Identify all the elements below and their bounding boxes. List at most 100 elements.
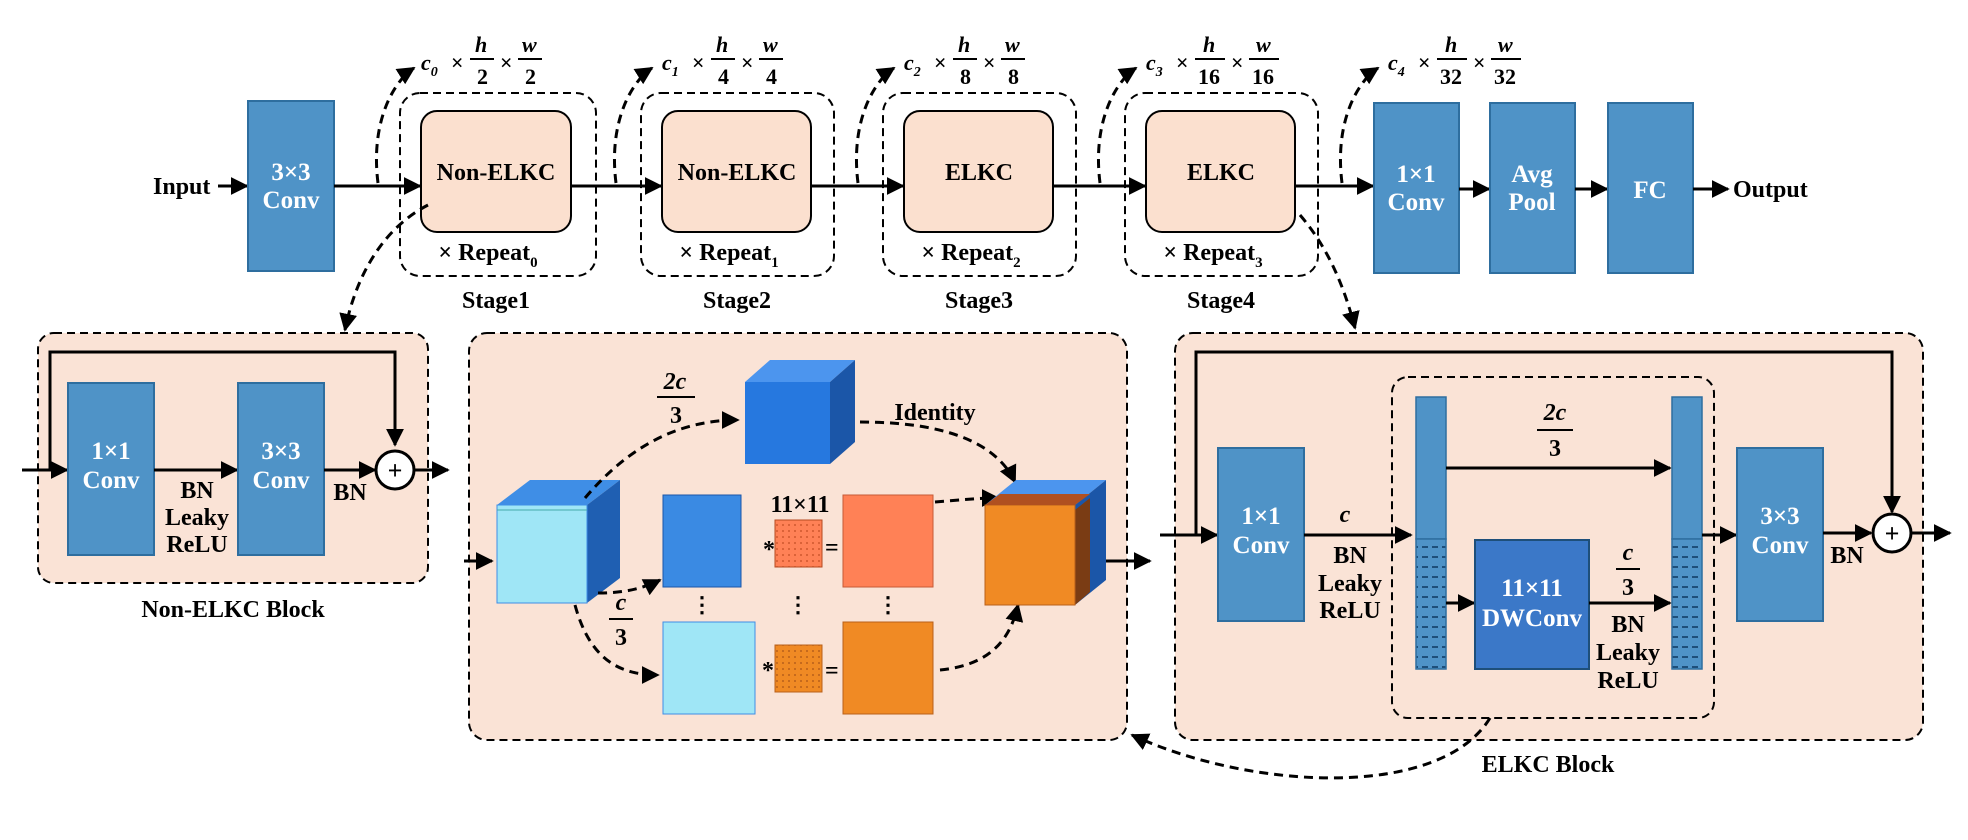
elkc-mid-relu: ReLU	[1319, 598, 1380, 624]
svg-text:w: w	[1498, 32, 1513, 57]
stage4-name: Stage4	[1187, 288, 1255, 314]
svg-text:h: h	[716, 32, 728, 57]
equals-n: =	[825, 658, 839, 684]
concat-bar-right-top	[1671, 396, 1703, 540]
equals-1: =	[825, 535, 839, 561]
nonelkc-bn: BN	[333, 480, 367, 506]
output-slice-n	[842, 621, 934, 715]
conv1x1-box: 1×1 Conv	[1373, 102, 1460, 274]
elkc-dw-leaky: Leaky	[1596, 640, 1660, 666]
elkc-conv1-line1: 1×1	[1241, 503, 1280, 530]
svg-text:c1: c1	[662, 50, 679, 80]
identity-label: Identity	[894, 400, 975, 426]
svg-text:2: 2	[477, 64, 488, 89]
svg-text:c0: c0	[421, 50, 438, 80]
frac-2c: 2c	[663, 369, 687, 395]
nonelkc-mid-relu: ReLU	[166, 532, 227, 558]
svg-text:×: ×	[500, 50, 513, 75]
svg-text:32: 32	[1440, 64, 1462, 89]
svg-text:w: w	[1256, 32, 1271, 57]
input-label: Input	[153, 174, 210, 200]
nonelkc-conv1-line2: Conv	[83, 467, 140, 494]
svg-text:h: h	[1203, 32, 1215, 57]
svg-text:×: ×	[1176, 50, 1189, 75]
elkc-title: ELKC Block	[1482, 752, 1615, 778]
stage2-block: Non-ELKC	[678, 160, 797, 186]
concat-bar-right-bottom	[1671, 538, 1703, 670]
svg-text:16: 16	[1252, 64, 1274, 89]
input-cube	[496, 480, 620, 604]
conv-star-n: *	[762, 658, 774, 684]
dots-2: ⋮	[787, 592, 809, 617]
elkc-mid-bn: BN	[1333, 543, 1367, 569]
channel-slice-1	[662, 494, 742, 588]
kernel-label: 11×11	[770, 492, 829, 518]
svg-text:×: ×	[1231, 50, 1244, 75]
svg-text:×: ×	[934, 50, 947, 75]
svg-text:w: w	[522, 32, 537, 57]
stage2: Non-ELKC × Repeat1 Stage2	[640, 92, 835, 314]
dwconv-line2: DWConv	[1482, 605, 1583, 632]
frac-c: c	[616, 590, 627, 616]
elkc-frac-2c: 2c	[1543, 400, 1567, 426]
frac-3-top: 3	[670, 403, 682, 429]
avgpool-box: Avg Pool	[1489, 102, 1576, 274]
elkc-conv3-line1: 3×3	[1760, 503, 1799, 530]
conv3x3-line1: 3×3	[271, 159, 310, 186]
conv3x3-line2: Conv	[263, 187, 320, 214]
svg-text:16: 16	[1198, 64, 1220, 89]
stage4-block: ELKC	[1187, 160, 1255, 186]
svg-text:×: ×	[1473, 50, 1486, 75]
elkc-mid-leaky: Leaky	[1318, 571, 1382, 597]
svg-text:×: ×	[451, 50, 464, 75]
kernel-1	[774, 519, 823, 568]
stage2-repeat: × Repeat1	[679, 240, 778, 271]
svg-text:h: h	[475, 32, 487, 57]
avgpool-line2: Pool	[1508, 189, 1555, 216]
elkc-operation-panel: 2c 3 Identity * 11×11 = ⋮ ⋮ ⋮ c 3 * =	[464, 332, 1152, 741]
svg-text:4: 4	[766, 64, 777, 89]
conv1x1-line2: Conv	[1388, 189, 1445, 216]
elkc-frac-c: c	[1623, 540, 1634, 566]
channel-slice-n	[662, 621, 756, 715]
stage4-repeat: × Repeat3	[1163, 240, 1262, 271]
dwconv-line1: 11×11	[1501, 575, 1563, 602]
stage1: Non-ELKC × Repeat0 Stage1	[399, 92, 597, 314]
elkc-dw-relu: ReLU	[1597, 668, 1658, 694]
elkc-conv1-line2: Conv	[1233, 532, 1290, 559]
conv1x1-line1: 1×1	[1396, 161, 1435, 188]
size-formula-1: c0 × h 2 × w 2	[421, 32, 542, 89]
output-label: Output	[1733, 177, 1808, 203]
nonelkc-mid-leaky: Leaky	[165, 505, 229, 531]
elkc-conv3-line2: Conv	[1752, 532, 1809, 559]
elkc-plus: +	[1885, 519, 1900, 548]
avgpool-line1: Avg	[1511, 161, 1553, 188]
svg-text:w: w	[763, 32, 778, 57]
nonelkc-conv1-line1: 1×1	[91, 438, 130, 465]
split-bar-left-bottom	[1415, 538, 1447, 670]
nonelkc-plus: +	[388, 456, 403, 485]
svg-text:8: 8	[960, 64, 971, 89]
split-bar-left-top	[1415, 396, 1447, 540]
size-formula-2: c1 × h 4 × w 4	[662, 32, 783, 89]
svg-text:c4: c4	[1388, 50, 1405, 80]
svg-text:w: w	[1005, 32, 1020, 57]
non-elkc-block: 1×1 Conv BN Leaky ReLU 3×3 Conv BN + Non…	[22, 332, 450, 623]
stage2-name: Stage2	[703, 288, 771, 314]
size-formula-4: c3 × h 16 × w 16	[1146, 32, 1279, 89]
identity-cube	[745, 360, 855, 464]
elkc-bn: BN	[1830, 543, 1864, 569]
svg-text:×: ×	[692, 50, 705, 75]
output-slice-1	[842, 494, 934, 588]
elkc-frac-3-top: 3	[1549, 436, 1561, 462]
size-formula-5: c4 × h 32 × w 32	[1388, 32, 1521, 89]
elkc-c-label: c	[1340, 502, 1351, 528]
svg-text:c3: c3	[1146, 50, 1163, 80]
stage3: ELKC × Repeat2 Stage3	[882, 92, 1077, 314]
svg-text:×: ×	[1418, 50, 1431, 75]
svg-text:32: 32	[1494, 64, 1516, 89]
stage3-repeat: × Repeat2	[921, 240, 1020, 271]
nonelkc-title: Non-ELKC Block	[141, 597, 325, 623]
elkc-block: 1×1 Conv c BN Leaky ReLU 2c 3 11×11 DWCo…	[1130, 332, 1952, 780]
